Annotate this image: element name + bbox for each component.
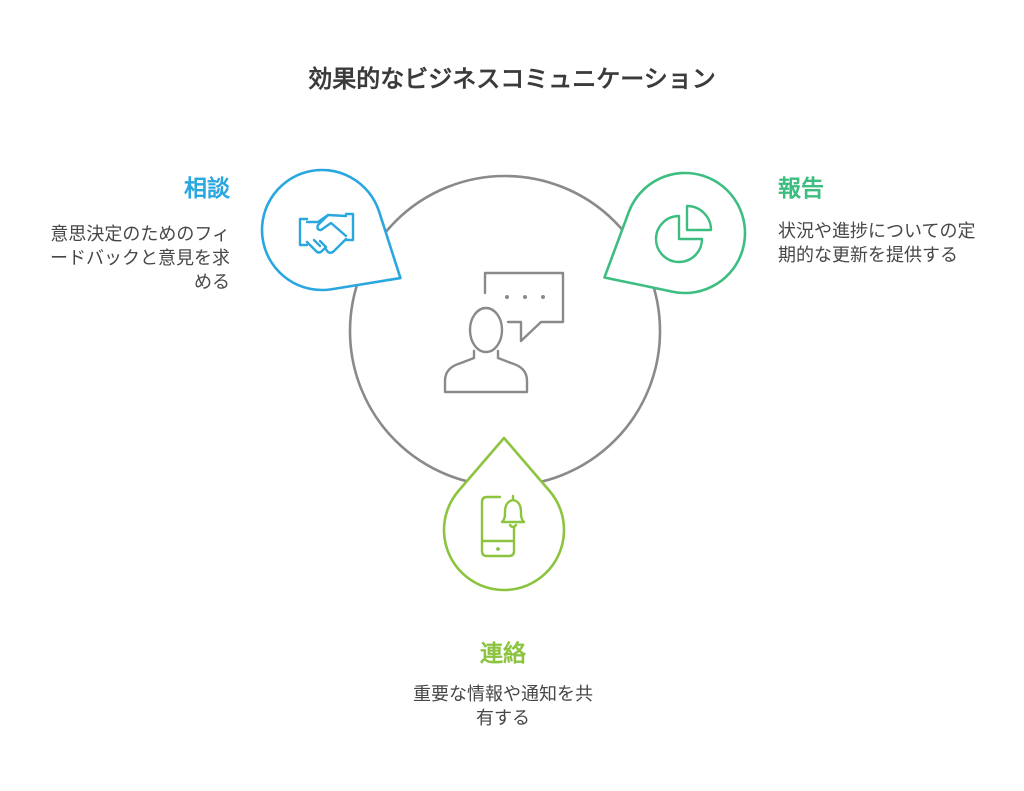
pie-slice <box>685 204 713 232</box>
pie-chart-icon <box>654 204 713 264</box>
speech-dot <box>541 295 545 299</box>
speech-dot <box>523 295 527 299</box>
consult-description-line: 意思決定のためのフィ <box>50 224 230 245</box>
contact-description-line: 有する <box>476 708 530 729</box>
phone-home-dot <box>496 547 500 551</box>
handshake-icon <box>298 212 355 254</box>
report-label: 報告 <box>778 175 824 202</box>
pie-main <box>654 214 704 264</box>
contact-description-line: 重要な情報や通知を共 <box>413 684 593 705</box>
report-node-teardrop <box>603 171 747 295</box>
speech-bubble <box>483 271 565 343</box>
contact-label: 連絡 <box>480 640 527 667</box>
consult-node-teardrop <box>260 168 402 292</box>
consult-label: 相談 <box>184 175 231 202</box>
diagram-title: 効果的なビジネスコミュニケーション <box>308 65 716 93</box>
phone-outline <box>480 495 516 558</box>
speech-dots <box>505 295 545 299</box>
person-body <box>443 349 529 394</box>
speech-dot <box>505 295 509 299</box>
consult-description-line: める <box>194 272 230 293</box>
bell-clapper <box>508 523 518 529</box>
phone-bell-icon <box>480 494 526 558</box>
report-description-line: 状況や進捗についての定 <box>778 221 975 242</box>
report-description-line: 期的な更新を提供する <box>778 245 958 266</box>
consult-description-line: ードバックと意見を求 <box>50 248 230 269</box>
person-speech-bubble-icon <box>443 271 565 394</box>
person-head <box>468 306 504 354</box>
